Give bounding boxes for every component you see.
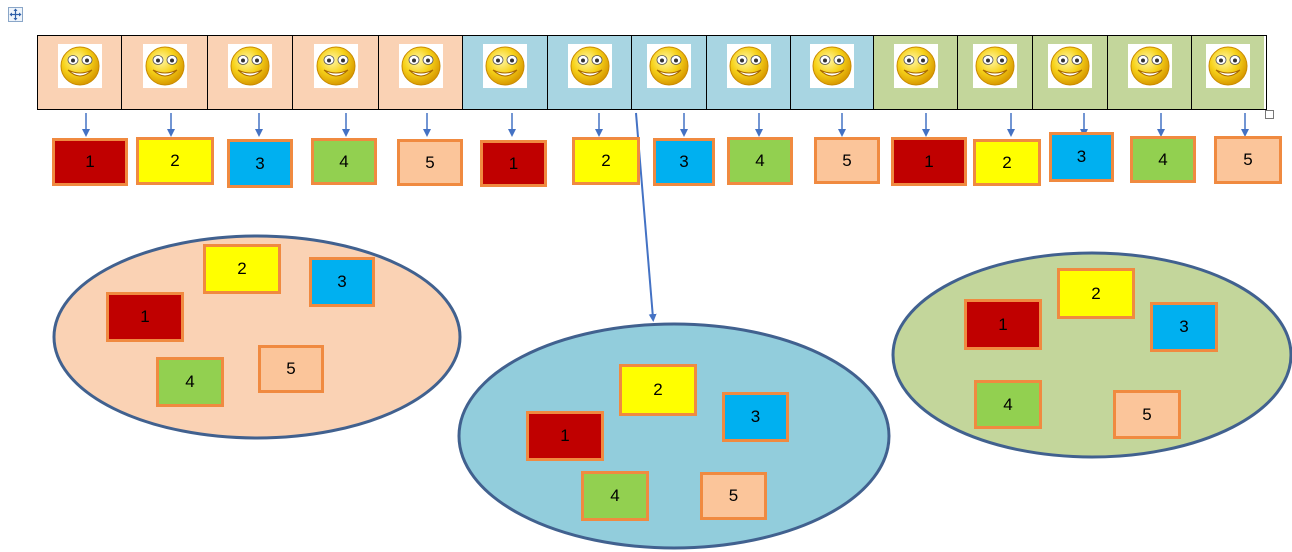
face-cell-9[interactable] xyxy=(707,36,791,109)
row-card-15: 5 xyxy=(1214,136,1282,184)
smiley-face-icon xyxy=(1206,44,1250,88)
face-cell-7[interactable] xyxy=(548,36,632,109)
group-blue-card-2: 2 xyxy=(619,364,697,416)
smiley-face-icon xyxy=(567,44,612,88)
row-card-1: 1 xyxy=(52,138,128,186)
smiley-face-icon xyxy=(1127,44,1172,88)
group-ellipse-blue xyxy=(457,322,891,550)
group-blue-card-1: 1 xyxy=(526,411,604,461)
face-cell-14[interactable] xyxy=(1108,36,1192,109)
row-card-13: 3 xyxy=(1049,132,1114,182)
smiley-face-icon xyxy=(142,44,187,88)
smiley-face-icon xyxy=(810,44,854,88)
row-card-12: 2 xyxy=(973,139,1041,186)
group-green-card-5: 5 xyxy=(1113,390,1181,439)
table-resize-handle-icon[interactable] xyxy=(1265,110,1274,119)
group-peach-card-5: 5 xyxy=(258,345,324,393)
group-green-card-3: 3 xyxy=(1150,302,1218,352)
row-card-3: 3 xyxy=(227,139,293,188)
smiley-face-icon xyxy=(313,44,358,88)
group-green-card-1: 1 xyxy=(964,299,1042,350)
group-peach-card-4: 4 xyxy=(156,357,224,407)
face-cell-15[interactable] xyxy=(1192,36,1264,109)
face-cell-1[interactable] xyxy=(38,36,122,109)
face-cell-3[interactable] xyxy=(208,36,293,109)
face-cell-5[interactable] xyxy=(379,36,463,109)
face-cell-12[interactable] xyxy=(958,36,1033,109)
row-card-9: 4 xyxy=(727,137,793,185)
row-card-7: 2 xyxy=(572,137,640,185)
face-cell-10[interactable] xyxy=(791,36,874,109)
smiley-face-icon xyxy=(228,44,272,88)
row-card-8: 3 xyxy=(653,138,715,186)
smiley-face-icon xyxy=(483,44,527,88)
row-card-6: 1 xyxy=(480,140,547,187)
group-peach-card-3: 3 xyxy=(309,257,375,307)
face-cell-8[interactable] xyxy=(632,36,707,109)
smiley-face-icon xyxy=(726,44,771,88)
smiley-face-icon xyxy=(973,44,1017,88)
group-peach-card-1: 1 xyxy=(106,292,184,342)
face-cell-2[interactable] xyxy=(122,36,208,109)
row-card-5: 5 xyxy=(397,139,463,186)
smiley-face-icon xyxy=(893,44,938,88)
group-green-card-2: 2 xyxy=(1057,268,1135,319)
face-cell-6[interactable] xyxy=(463,36,548,109)
face-cell-13[interactable] xyxy=(1033,36,1108,109)
smiley-face-icon xyxy=(398,44,443,88)
group-blue-card-3: 3 xyxy=(722,392,789,442)
row-card-4: 4 xyxy=(311,138,377,185)
smiley-face-icon xyxy=(647,44,691,88)
group-peach-card-2: 2 xyxy=(203,244,281,294)
face-cell-11[interactable] xyxy=(874,36,958,109)
row-card-10: 5 xyxy=(814,137,880,184)
smiley-face-icon xyxy=(57,44,102,88)
table-move-handle-icon[interactable] xyxy=(8,7,23,22)
face-cell-4[interactable] xyxy=(293,36,379,109)
row-card-2: 2 xyxy=(136,137,214,185)
row-card-11: 1 xyxy=(891,137,967,186)
smiley-face-icon xyxy=(1048,44,1092,88)
group-green-card-4: 4 xyxy=(974,380,1042,429)
group-blue-card-4: 4 xyxy=(581,471,649,521)
group-blue-card-5: 5 xyxy=(700,472,767,520)
row-card-14: 4 xyxy=(1130,136,1196,183)
faces-table[interactable] xyxy=(37,35,1267,110)
